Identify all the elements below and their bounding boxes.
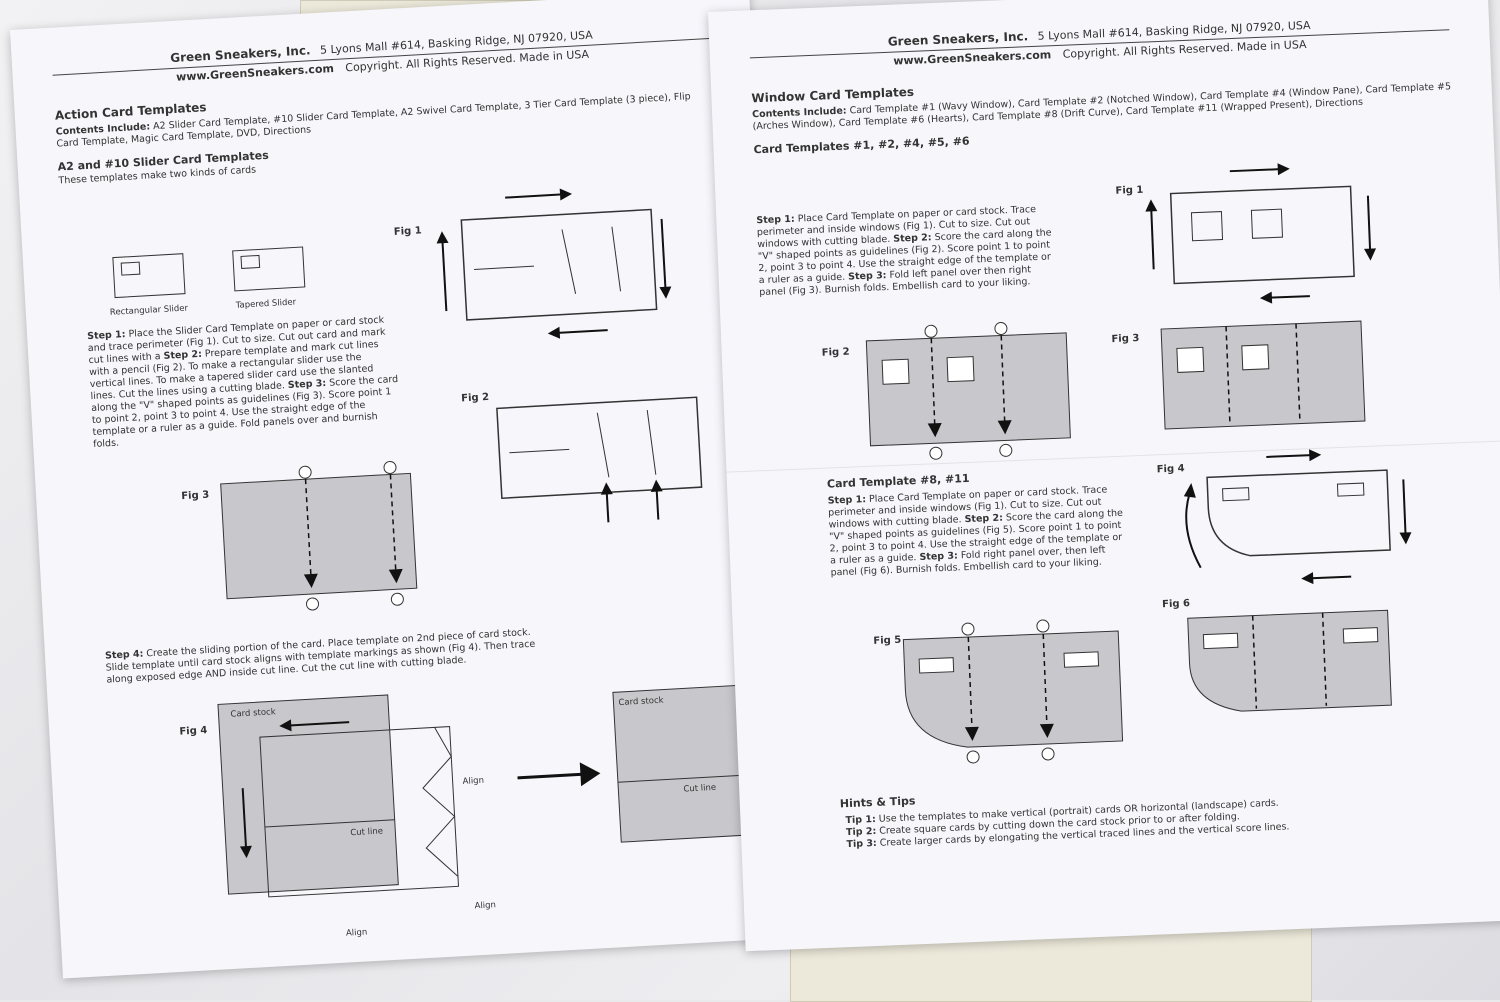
s2-step3-label: Step 3: xyxy=(919,550,959,563)
step4-block: Step 4: Create the sliding portion of th… xyxy=(105,626,556,687)
tapered-slider-caption: Tapered Slider xyxy=(235,297,297,311)
r-fig5-diagram xyxy=(902,619,1124,764)
window-card-sheet: Green Sneakers, Inc. 5 Lyons Mall #614, … xyxy=(708,0,1500,952)
r-fig1-diagram xyxy=(1145,163,1377,304)
section2-steps: Step 1: Place Card Template on paper or … xyxy=(828,484,1131,580)
fig2-diagram xyxy=(496,396,703,523)
s2-step2-label: Step 2: xyxy=(964,512,1004,526)
company-website: www.GreenSneakers.com xyxy=(175,61,335,84)
tip2-label: Tip 2: xyxy=(845,825,877,839)
step4-label: Step 4: xyxy=(104,648,144,662)
s2-step1-label: Step 1: xyxy=(827,494,867,507)
step1-label: Step 1: xyxy=(86,329,126,343)
r-fig4-diagram xyxy=(1183,449,1412,585)
r-fig6-diagram xyxy=(1187,609,1392,712)
fig4-diagram xyxy=(217,694,460,898)
tip1-label: Tip 1: xyxy=(845,813,877,827)
fig1-diagram xyxy=(436,188,672,339)
step4-text: Create the sliding portion of the card. … xyxy=(105,626,536,686)
align-label-2: Align xyxy=(474,900,497,912)
result-card-stock-label: Card stock xyxy=(618,695,664,709)
fig4-result-arrow xyxy=(517,762,601,787)
s1-step2-label: Step 2: xyxy=(893,232,932,245)
s1-step3-label: Step 3: xyxy=(847,270,887,283)
copyright-text: Copyright. All Rights Reserved. Made in … xyxy=(1062,38,1307,61)
fig3-label: Fig 3 xyxy=(181,489,210,503)
align-label-1: Align xyxy=(462,775,485,787)
hints-heading: Hints & Tips xyxy=(839,794,916,811)
align-label-3: Align xyxy=(345,927,368,939)
step2-label: Step 2: xyxy=(163,348,203,362)
section1-steps: Step 1: Place Card Template on paper or … xyxy=(756,203,1059,299)
r-fig3-label: Fig 3 xyxy=(1111,332,1140,346)
slider-thumbnails xyxy=(112,246,306,299)
fig1-label: Fig 1 xyxy=(393,225,423,238)
s1-step1-label: Step 1: xyxy=(756,213,795,227)
section2-heading: Card Template #8, #11 xyxy=(826,471,970,491)
fig3-diagram xyxy=(220,460,418,611)
r-fig2-diagram xyxy=(865,321,1071,460)
step3-label: Step 3: xyxy=(287,377,327,392)
tips-block: Tip 1: Use the templates to make vertica… xyxy=(845,790,1466,851)
fig4-label: Fig 4 xyxy=(179,725,208,738)
steps-block: Step 1: Place the Slider Card Template o… xyxy=(87,314,403,451)
fig4-cut-line-label: Cut line xyxy=(350,826,384,839)
tip3-label: Tip 3: xyxy=(846,837,877,851)
result-cut-line-label: Cut line xyxy=(683,782,717,795)
r-fig2-label: Fig 2 xyxy=(821,346,850,359)
fig2-label: Fig 2 xyxy=(460,391,490,405)
fig4-card-stock-label: Card stock xyxy=(230,707,276,720)
action-card-sheet: Green Sneakers, Inc. 5 Lyons Mall #614, … xyxy=(10,0,802,979)
r-fig3-diagram xyxy=(1160,320,1366,430)
company-name: Green Sneakers, Inc. xyxy=(887,29,1029,49)
sheet-header: Green Sneakers, Inc. 5 Lyons Mall #614, … xyxy=(709,11,1490,75)
